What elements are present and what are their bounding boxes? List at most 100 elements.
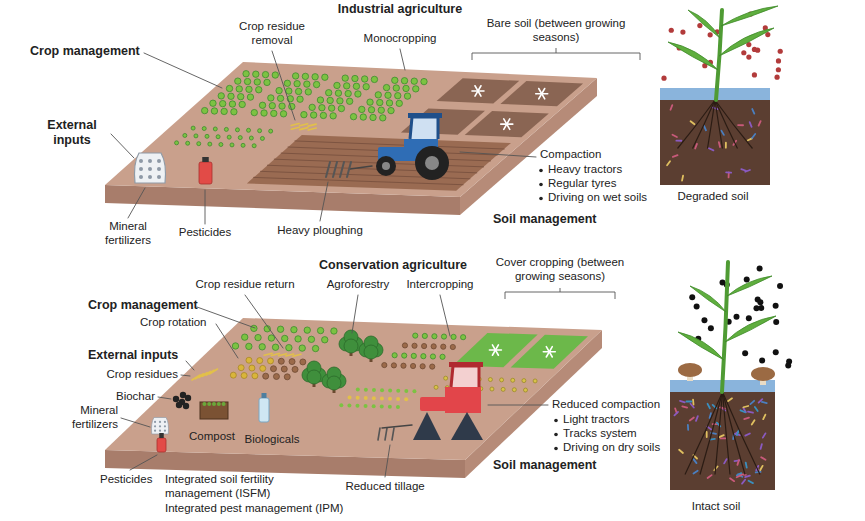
soil-organism (693, 459, 696, 463)
seedling (247, 128, 251, 132)
plough-blade (326, 162, 330, 177)
plant-root (723, 392, 761, 475)
pollutant-dot (776, 67, 781, 72)
seedling (249, 136, 253, 140)
monocrop-plant (247, 94, 253, 100)
monocrop-plant (295, 88, 301, 94)
crop-plant (317, 327, 323, 333)
plough-blade (340, 162, 344, 177)
snowflake-arm (475, 86, 481, 96)
callout-label: Crop residue removal (226, 20, 318, 48)
intercrop-plant (382, 362, 387, 367)
snowflake (489, 345, 501, 355)
seedling (235, 128, 239, 132)
slab-top (105, 318, 602, 460)
monocrop-plant (338, 105, 344, 111)
strip-crop (396, 405, 400, 409)
soil-organism (744, 418, 749, 419)
category-label: External inputs (36, 118, 108, 148)
callout-label: Cover cropping (between growing seasons) (485, 256, 635, 284)
plant-leaf (688, 10, 720, 38)
fertilizer-granule (157, 159, 161, 163)
crop-plant (255, 334, 261, 340)
plant-leaf (721, 6, 778, 26)
crop-plant (232, 343, 238, 349)
soil-organism (682, 176, 683, 181)
monocrop-plant (286, 88, 292, 94)
monocrop-plant (337, 98, 343, 104)
soil-organism (724, 459, 726, 463)
strip-crop (396, 397, 400, 401)
air-dot (708, 325, 714, 331)
rotation-crop (281, 366, 287, 372)
soil-organism (737, 475, 742, 477)
soil-organism (752, 109, 754, 114)
monocrop-plant (292, 73, 298, 79)
crop-plant (246, 343, 252, 349)
crop-plant (299, 345, 305, 351)
leader-line (111, 134, 134, 158)
monocrop-plant (353, 83, 359, 89)
monocrop-plant (404, 93, 410, 99)
air-dot (777, 283, 783, 289)
monocrop-plant (251, 109, 257, 115)
bottle-body (157, 438, 166, 452)
fertilizer-granule (154, 425, 156, 427)
rotation-crop (260, 365, 266, 371)
air-dot (719, 280, 725, 286)
rotation-crop (257, 358, 263, 364)
plant-root (678, 100, 716, 149)
cover-crop-seedling (488, 378, 492, 382)
soil-organism (695, 144, 697, 149)
callout-label: Mineral fertilizers (93, 220, 163, 248)
seedling (241, 143, 245, 147)
plough-hitch (350, 166, 372, 169)
intercrop-plant (431, 344, 436, 349)
monocrop-plant (261, 110, 267, 116)
crop-residue (291, 123, 299, 125)
strip-crop (388, 405, 392, 409)
monocrop-plant (238, 93, 244, 99)
soil-organism (737, 460, 739, 465)
fertilizer-granule (148, 167, 152, 171)
callout-label: Biologicals (245, 433, 300, 447)
bullet-dot (539, 183, 543, 187)
air-dot (773, 349, 779, 355)
bullet-dot (554, 447, 558, 451)
leader-line (186, 361, 194, 370)
air-dot (744, 277, 750, 283)
callout-label: Pesticides (100, 473, 152, 487)
soil-organism (721, 131, 724, 135)
soil-organism (674, 412, 678, 415)
callout-label: Reduced compaction (552, 398, 660, 412)
callout-label: Bare soil (between growing seasons) (481, 17, 631, 45)
monocrop-plant (268, 95, 274, 101)
soil-organism (707, 427, 711, 430)
conservation-farm (105, 318, 602, 478)
crop-residue (300, 124, 308, 126)
monocrop-plant (413, 86, 419, 92)
fertilizer-granule (154, 421, 156, 423)
track-system (413, 412, 441, 440)
crop-plant (251, 325, 257, 331)
mushroom (678, 363, 702, 381)
soil-organism (667, 161, 670, 165)
monocrop-plant (309, 104, 315, 110)
rotation-crop (289, 359, 295, 365)
strip-crop (356, 388, 360, 392)
seedling (205, 134, 209, 138)
compost-material (212, 402, 216, 406)
plant-root (715, 100, 753, 149)
intact-soil-figure (670, 262, 792, 490)
crop-residue (300, 128, 308, 130)
bullet-item: Heavy tractors (548, 163, 622, 177)
soil-organism (750, 401, 754, 404)
plant (668, 6, 778, 100)
pollutant-dot (776, 58, 781, 63)
cover-crop-seedling (522, 379, 526, 383)
compost-material (217, 402, 221, 406)
monocrop-plant (262, 71, 268, 77)
monocrop-plant (294, 81, 300, 87)
bag-body (135, 153, 166, 183)
